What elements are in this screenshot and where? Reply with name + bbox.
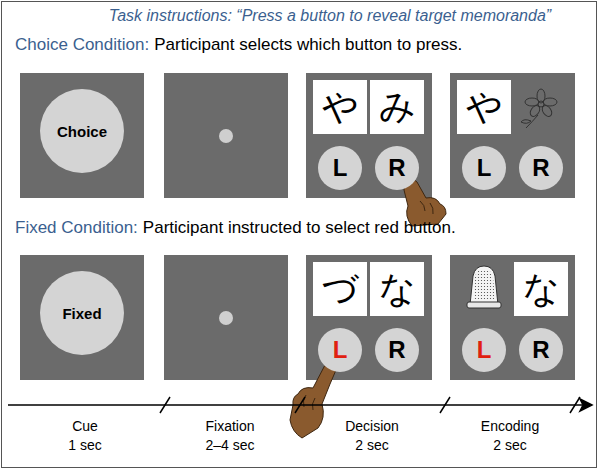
button-circle: R xyxy=(375,146,419,190)
stimulus-card: づ xyxy=(313,262,367,316)
phase-name: Encoding xyxy=(481,418,539,434)
phase-duration: 1 sec xyxy=(68,437,101,453)
button-circle: L xyxy=(318,328,362,372)
stimulus-card: な xyxy=(514,262,568,316)
timeline xyxy=(8,397,592,413)
button-circle: L xyxy=(462,146,506,190)
node-text: や xyxy=(322,89,359,125)
fixation-dot xyxy=(219,129,233,143)
node-text: L xyxy=(333,156,348,180)
node-text: や xyxy=(466,89,503,125)
node-text: R xyxy=(532,338,549,362)
phase-duration: 2 sec xyxy=(493,437,526,453)
node-text: R xyxy=(388,156,405,180)
thimble-texture xyxy=(473,269,495,299)
node-text: Fixed xyxy=(62,306,101,321)
button-circle: R xyxy=(519,146,563,190)
phase-name: Cue xyxy=(72,418,98,434)
flower-picture xyxy=(521,89,557,128)
stimulus-card: や xyxy=(457,80,511,134)
node-text: づ xyxy=(322,271,359,307)
button-circle: R xyxy=(519,328,563,372)
condition-text: Participant selects which button to pres… xyxy=(154,35,462,55)
button-circle: L xyxy=(462,328,506,372)
stimulus-card: や xyxy=(313,80,367,134)
node-text: Choice xyxy=(57,124,107,139)
stimulus-card: な xyxy=(370,262,424,316)
node-text: み xyxy=(379,89,416,125)
phase-duration: 2 sec xyxy=(355,437,388,453)
cue-circle: Fixed xyxy=(40,271,124,355)
phase-name: Decision xyxy=(345,418,399,434)
stimulus-card: み xyxy=(370,80,424,134)
condition-heading: Choice Condition: xyxy=(15,35,149,55)
phase-duration: 2–4 sec xyxy=(205,437,254,453)
node-text: L xyxy=(477,338,492,362)
button-circle: L xyxy=(318,146,362,190)
condition-heading: Fixed Condition: xyxy=(15,218,138,238)
title: Task instructions: “Press a button to re… xyxy=(109,7,551,25)
phase-name: Fixation xyxy=(205,418,254,434)
node-text: L xyxy=(333,338,348,362)
node-text: な xyxy=(379,271,416,307)
node-text: R xyxy=(532,156,549,180)
hand xyxy=(290,363,336,438)
thimble-picture xyxy=(467,266,501,308)
fixation-dot xyxy=(219,311,233,325)
node-text: L xyxy=(477,156,492,180)
button-circle: R xyxy=(375,328,419,372)
condition-text: Participant instructed to select red but… xyxy=(143,218,456,238)
node-text: な xyxy=(523,271,560,307)
node-text: R xyxy=(388,338,405,362)
cue-circle: Choice xyxy=(40,89,124,173)
